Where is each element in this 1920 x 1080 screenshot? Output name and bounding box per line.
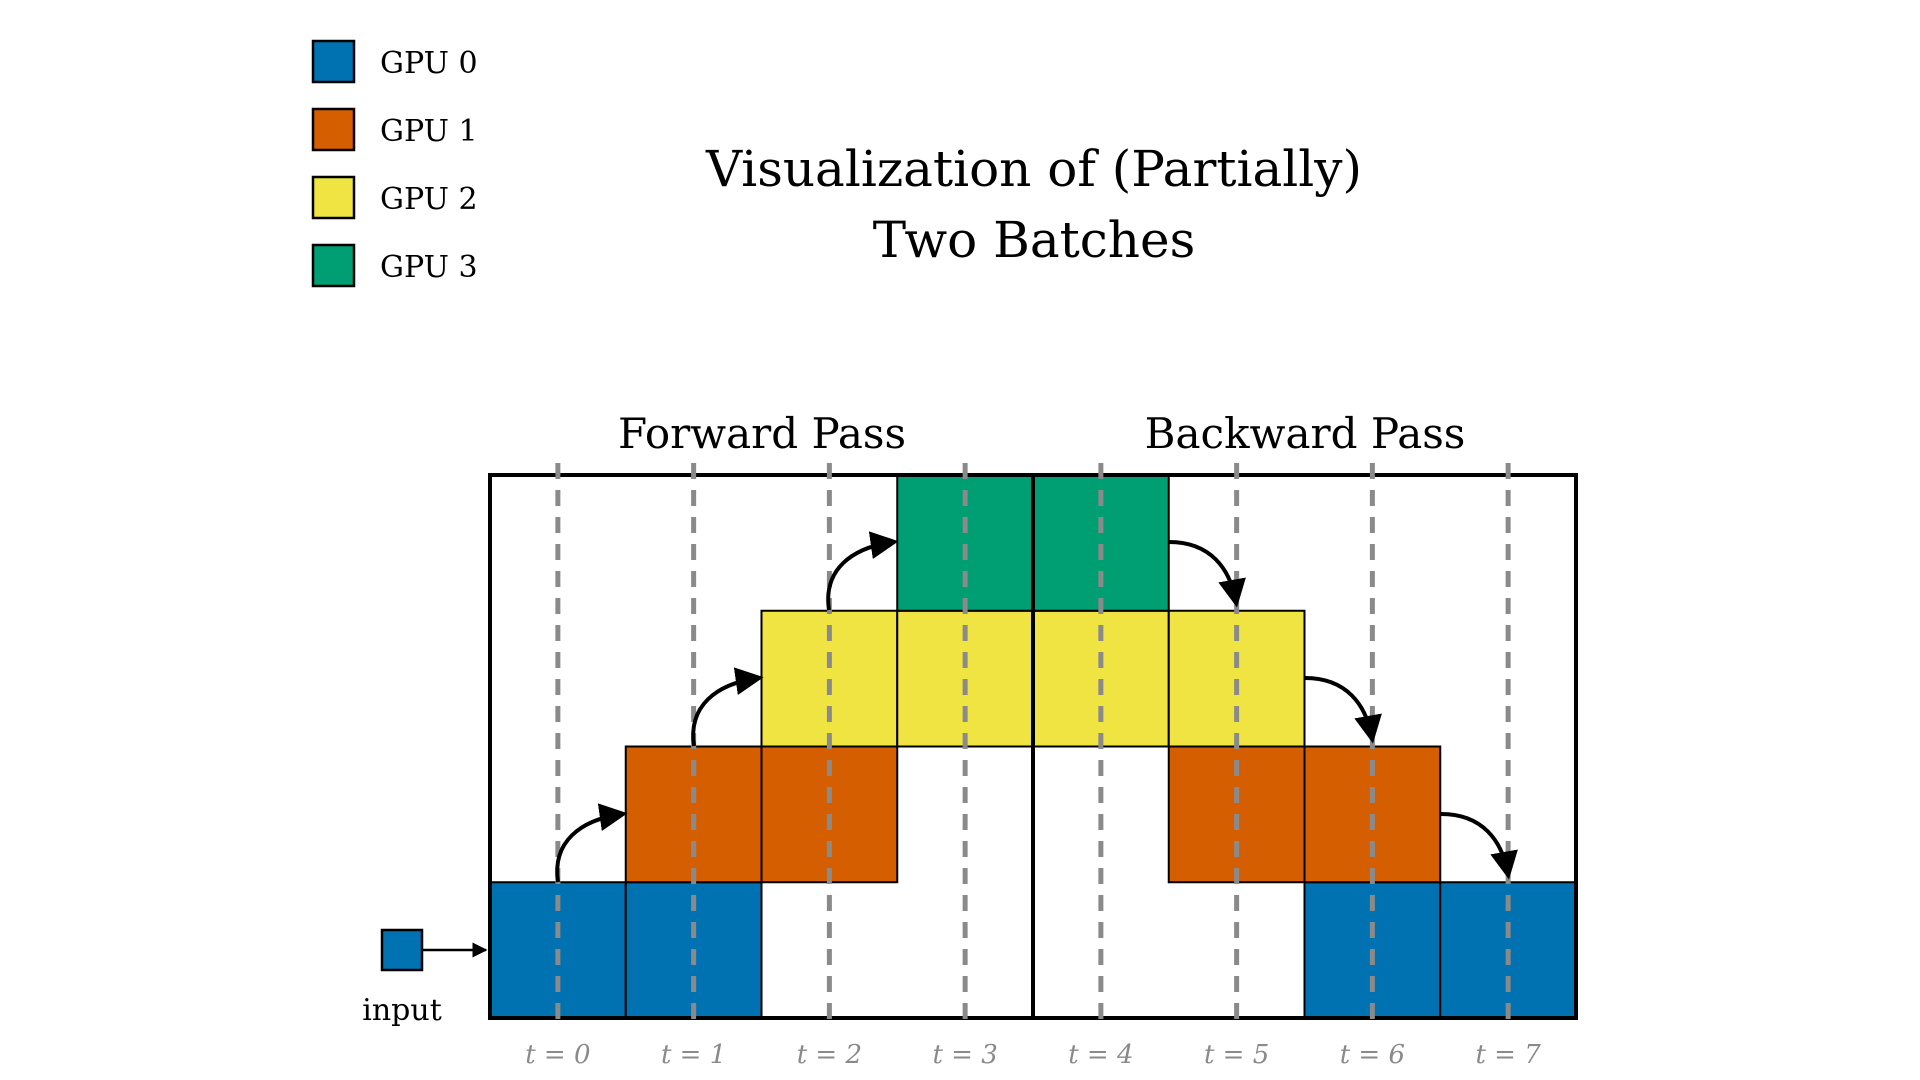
forward-arrow-gpu0-to-gpu1 <box>555 803 628 883</box>
legend-swatch-gpu-0 <box>311 39 356 84</box>
transfer-arrows <box>555 531 1518 883</box>
legend-label-gpu-0: GPU 0 <box>380 46 478 81</box>
time-label-t2: t = 2 <box>797 1040 862 1070</box>
forward-pass-label: Forward Pass <box>618 409 906 458</box>
forward-arrow-gpu1-to-gpu2 <box>691 667 764 747</box>
forward-arrow-gpu2-to-gpu3 <box>826 531 899 611</box>
backward-arrow-gpu3-to-gpu2 <box>1168 540 1246 608</box>
legend-swatch-gpu-1 <box>311 107 356 152</box>
time-label-t4: t = 4 <box>1068 1040 1133 1070</box>
legend-item-gpu-1: GPU 1 <box>311 107 478 152</box>
diagram-title: Visualization of (Partially) Two Batches <box>705 140 1362 269</box>
time-gridlines <box>555 463 1511 1030</box>
legend-item-gpu-0: GPU 0 <box>311 39 478 84</box>
time-label-t5: t = 5 <box>1204 1040 1269 1070</box>
time-label-t6: t = 6 <box>1340 1040 1405 1070</box>
backward-pass-label: Backward Pass <box>1145 409 1466 458</box>
legend-label-gpu-2: GPU 2 <box>380 182 478 217</box>
input-block: input <box>362 928 488 1028</box>
title-line-1: Visualization of (Partially) <box>705 140 1362 198</box>
title-line-2: Two Batches <box>873 211 1195 269</box>
input-swatch <box>380 928 424 972</box>
input-label: input <box>362 993 442 1028</box>
time-label-t3: t = 3 <box>932 1040 997 1070</box>
time-label-t7: t = 7 <box>1475 1040 1541 1070</box>
backward-arrow-gpu1-to-gpu0 <box>1440 812 1518 880</box>
legend: GPU 0 GPU 1 GPU 2 GPU 3 <box>311 39 478 288</box>
legend-label-gpu-3: GPU 3 <box>380 250 478 285</box>
legend-label-gpu-1: GPU 1 <box>380 114 478 149</box>
backward-arrow-gpu2-to-gpu1 <box>1304 676 1382 744</box>
time-label-t1: t = 1 <box>661 1040 726 1070</box>
time-label-t0: t = 0 <box>525 1040 590 1070</box>
legend-swatch-gpu-3 <box>311 243 356 288</box>
time-labels: t = 0 t = 1 t = 2 t = 3 t = 4 t = 5 t = 6 t = 7 <box>525 1040 1541 1070</box>
legend-item-gpu-3: GPU 3 <box>311 243 478 288</box>
legend-swatch-gpu-2 <box>311 175 356 220</box>
legend-item-gpu-2: GPU 2 <box>311 175 478 220</box>
